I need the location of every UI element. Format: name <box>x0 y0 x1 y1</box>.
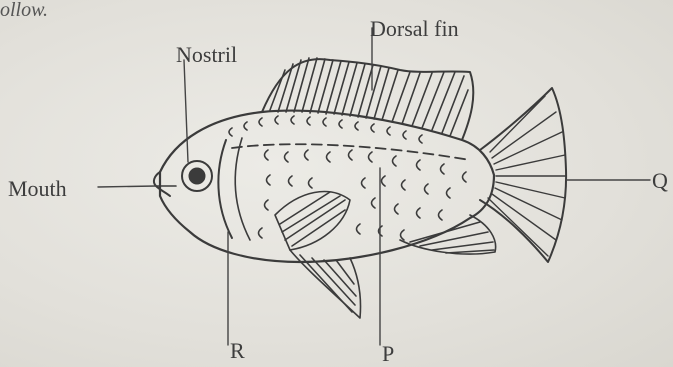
dorsal-fin <box>262 58 473 140</box>
label-r: R <box>230 340 245 362</box>
label-nostril: Nostril <box>176 44 237 66</box>
scale-marks <box>229 116 466 240</box>
label-dorsal-fin: Dorsal fin <box>370 18 459 40</box>
label-mouth: Mouth <box>8 178 67 200</box>
lower-fins <box>290 215 496 318</box>
nostril-leader <box>184 60 188 162</box>
mouth-leader <box>98 186 156 187</box>
pectoral-fin <box>275 192 350 250</box>
fish-eye <box>182 161 212 191</box>
label-q: Q <box>652 170 668 192</box>
fish-body <box>154 111 494 262</box>
label-p: P <box>382 343 394 365</box>
